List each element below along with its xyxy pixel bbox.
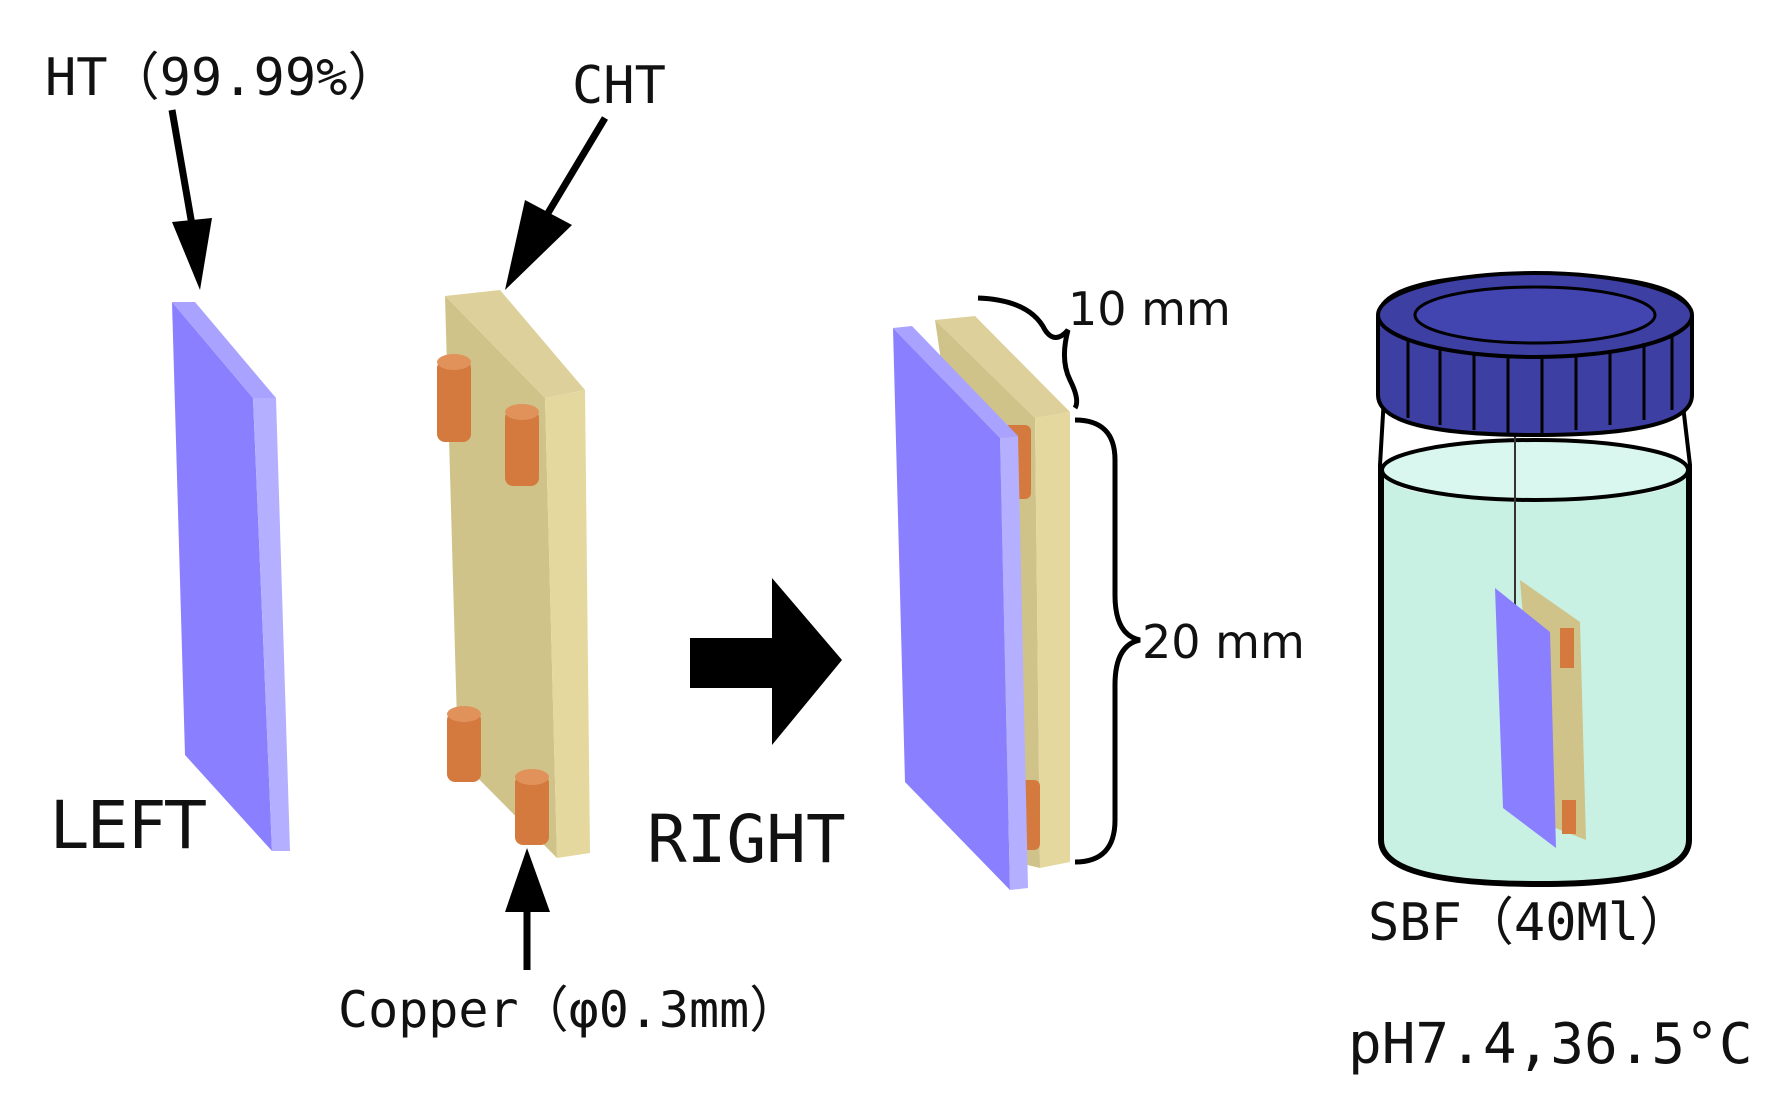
ht-plate-edge <box>253 398 290 851</box>
assembled-ht-top <box>893 326 1018 438</box>
left-label: LEFT <box>50 787 206 864</box>
cht-plate <box>437 290 590 858</box>
sample-ht <box>1495 588 1556 848</box>
cht-label: CHT <box>572 56 666 116</box>
copper-arrow <box>505 848 550 970</box>
ht-arrow <box>168 109 212 290</box>
cht-plate-edge <box>545 390 590 858</box>
assembled-cht-edge <box>1035 412 1070 868</box>
copper-pin <box>505 404 539 486</box>
height-brace <box>1074 417 1141 865</box>
conditions-label: pH7.4,36.5°C <box>1348 1012 1753 1077</box>
copper-pin <box>1562 800 1576 834</box>
assembled-ht-face <box>893 328 1010 890</box>
copper-pin <box>437 354 471 442</box>
width-brace <box>977 295 1080 410</box>
cap-ridges <box>1406 335 1674 433</box>
copper-pin <box>1560 628 1574 668</box>
ht-label: HT（99.99%） <box>45 48 399 108</box>
width-label: 10 mm <box>1068 282 1231 336</box>
sbf-bottle <box>1376 271 1694 888</box>
cht-plate-top <box>445 290 585 398</box>
liquid-surface <box>1380 438 1690 502</box>
cap-rim <box>1413 285 1657 345</box>
process-arrow <box>690 578 842 745</box>
ht-arrowhead <box>172 218 212 290</box>
assembled-ht-edge <box>1000 436 1028 890</box>
right-label: RIGHT <box>647 801 846 878</box>
cht-arrow <box>505 116 609 290</box>
height-label: 20 mm <box>1142 615 1305 669</box>
assembled-stack <box>893 316 1070 890</box>
cht-arrowhead <box>505 200 572 290</box>
sbf-label: SBF（40Ml） <box>1368 893 1691 953</box>
copper-arrowhead <box>505 848 550 912</box>
ht-plate <box>172 302 290 851</box>
assembled-cht-top <box>935 316 1070 418</box>
ht-plate-top <box>172 302 276 398</box>
copper-pin <box>447 706 481 782</box>
copper-pin <box>515 769 549 845</box>
ht-plate-face <box>172 302 272 851</box>
copper-label: Copper（φ0.3mm） <box>338 981 799 1039</box>
